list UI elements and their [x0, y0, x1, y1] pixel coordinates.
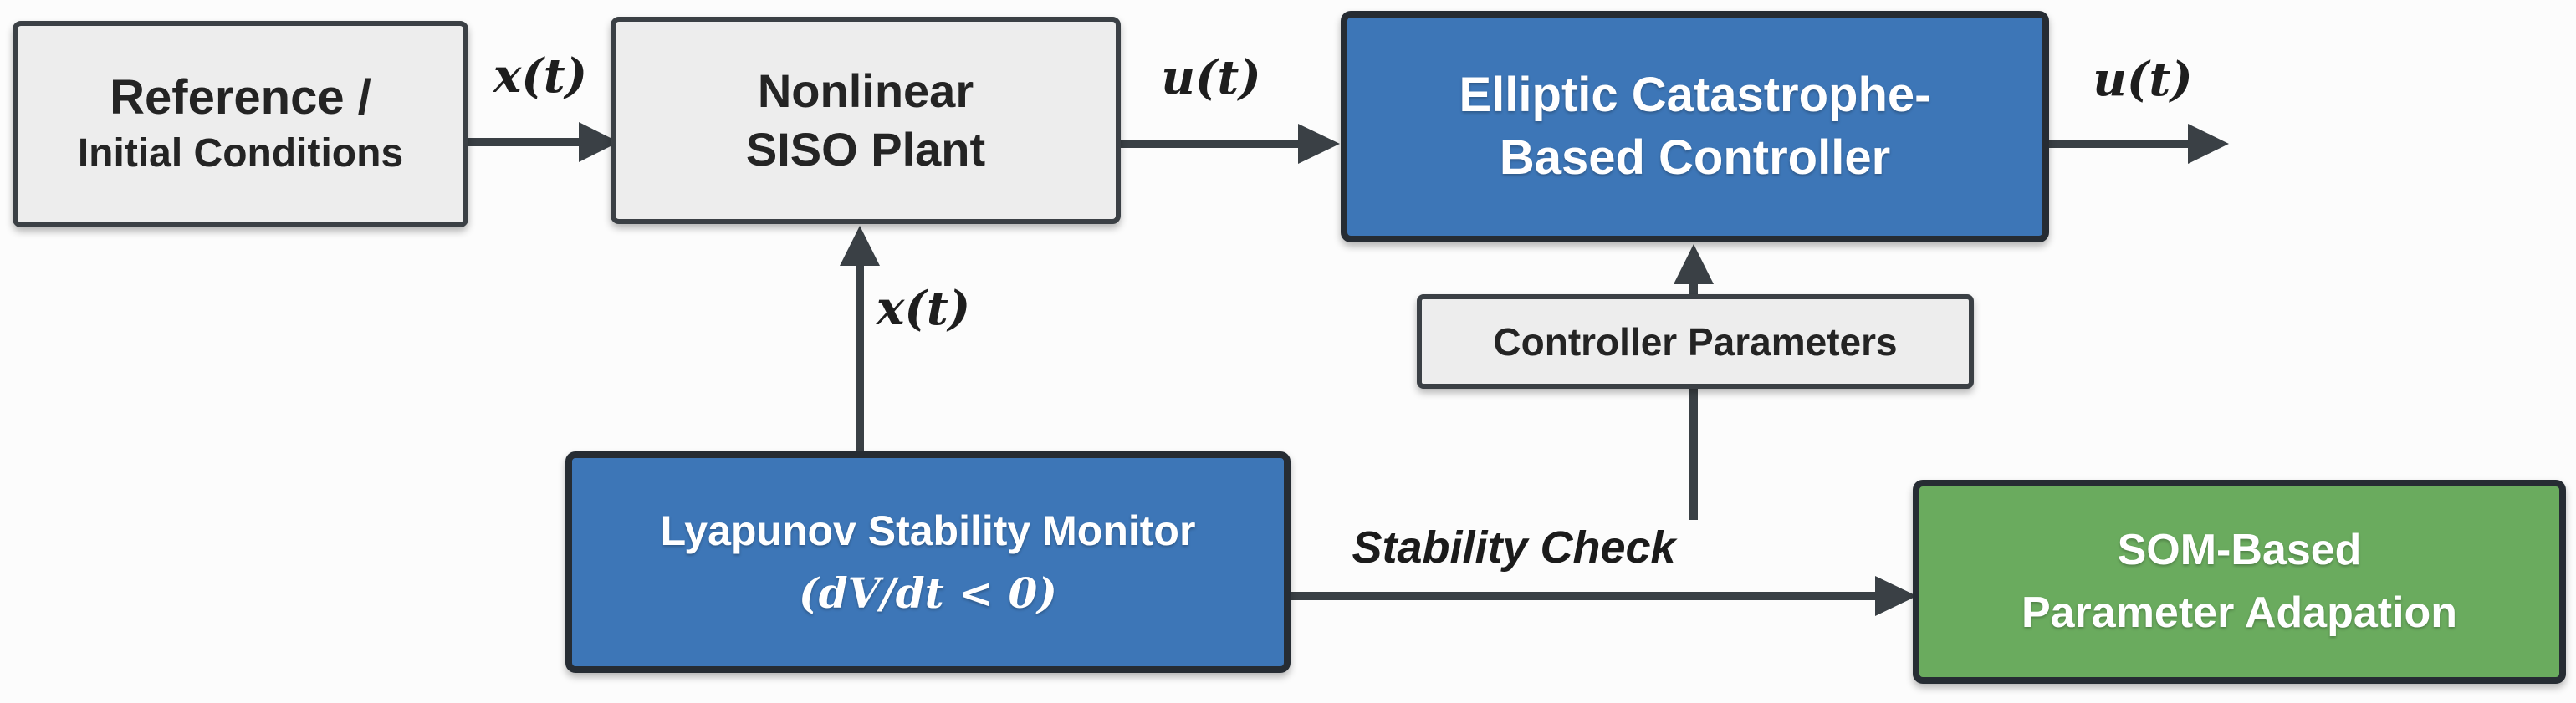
- controller-parameters-box: Controller Parameters: [1417, 294, 1974, 389]
- plant-line2: SISO Plant: [745, 123, 986, 176]
- arrow-u-plant-head: [1298, 124, 1340, 164]
- controller-box: Elliptic Catastrophe- Based Controller: [1341, 11, 2049, 242]
- reference-line2: Initial Conditions: [77, 130, 404, 176]
- label-u-plant: u(t): [1161, 50, 1261, 105]
- arrow-stability-head: [1875, 576, 1917, 616]
- reference-box: Reference / Initial Conditions: [13, 21, 468, 227]
- plant-line1: Nonlinear: [757, 64, 974, 117]
- lyapunov-equation: (dV/dt < 0): [799, 568, 1057, 618]
- label-x-feedback: x(t): [877, 281, 971, 336]
- som-line1: SOM-Based: [2117, 525, 2362, 574]
- label-x-input: x(t): [493, 48, 588, 104]
- plant-box: Nonlinear SISO Plant: [611, 17, 1121, 224]
- controller-line1: Elliptic Catastrophe-: [1459, 68, 1931, 123]
- arrow-u-output-head: [2188, 124, 2229, 164]
- lyapunov-line1: Lyapunov Stability Monitor: [660, 507, 1196, 554]
- lyapunov-box: Lyapunov Stability Monitor (dV/dt < 0): [565, 451, 1291, 673]
- som-line2: Parameter Adapation: [2021, 588, 2458, 637]
- controller-line2: Based Controller: [1499, 130, 1891, 185]
- label-stability-check: Stability Check: [1352, 522, 1676, 573]
- som-box: SOM-Based Parameter Adapation: [1913, 480, 2566, 684]
- reference-line1: Reference /: [110, 69, 371, 125]
- label-u-output: u(t): [2093, 52, 2193, 107]
- arrow-x-input-head: [579, 122, 619, 162]
- arrow-x-feedback-head: [840, 226, 880, 266]
- arrow-params-head: [1674, 244, 1714, 284]
- controller-parameters-label: Controller Parameters: [1493, 319, 1898, 364]
